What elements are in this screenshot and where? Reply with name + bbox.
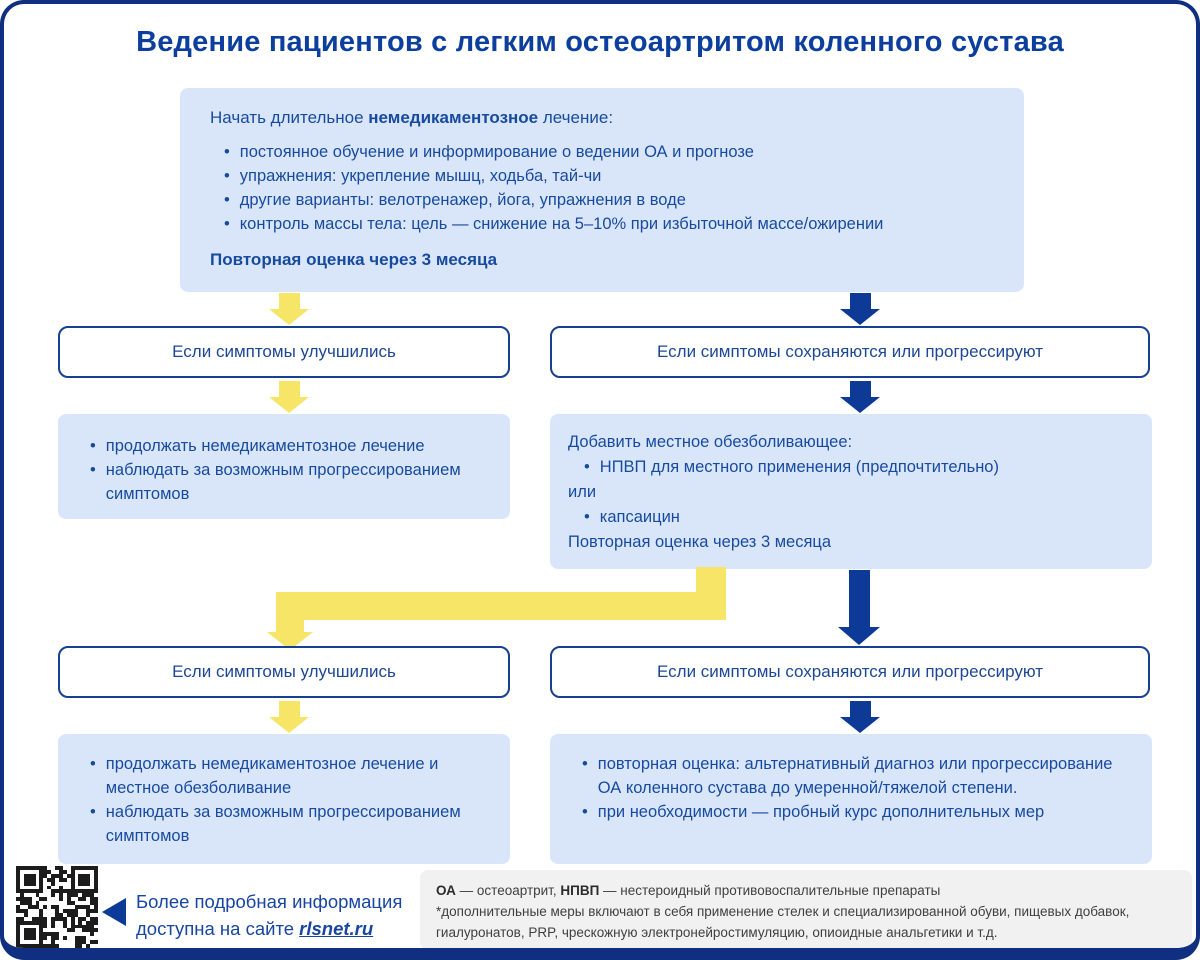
condition-label: Если симптомы улучшились (172, 342, 396, 361)
condition-label: Если симптомы сохраняются или прогрессир… (657, 662, 1043, 681)
abbr-oa-def: — остеоартрит, (455, 883, 561, 898)
option-bullet: капсаицин (568, 505, 1134, 530)
initial-treatment-box: Начать длительное немедикаментозное лече… (180, 88, 1024, 292)
action-bullet: повторная оценка: альтернативный диагноз… (568, 752, 1134, 800)
action-text: при необходимости — пробный курс дополни… (597, 803, 1045, 821)
condition-persist-2: Если симптомы сохраняются или прогрессир… (550, 646, 1150, 698)
treatment-bullet: контроль массы тела: цель — снижение на … (210, 212, 994, 236)
action-text: повторная оценка: альтернативный диагноз… (597, 755, 1113, 797)
condition-improved-1: Если симптомы улучшились (58, 326, 510, 378)
treatment-bullet: постоянное обучение и информирование о в… (210, 140, 994, 164)
navy-down-arrow-3 (838, 570, 880, 645)
reassess-note: Повторная оценка через 3 месяца (568, 533, 832, 551)
intro-suffix: лечение: (538, 108, 614, 127)
action-text: продолжать немедикаментозное лечение (105, 437, 425, 455)
footnote-box: ОА — остеоартрит, НПВП — нестероидный пр… (420, 870, 1192, 948)
action-bullet: продолжать немедикаментозное лечение и м… (76, 752, 492, 800)
info-line1: Более подробная информация (136, 891, 403, 912)
treatment-bullet: другие варианты: велотренажер, йога, упр… (210, 188, 994, 212)
initial-treatment-intro: Начать длительное немедикаментозное лече… (210, 108, 994, 128)
yellow-down-arrow-2 (269, 381, 309, 413)
treatment-bullet-text: другие варианты: велотренажер, йога, упр… (239, 191, 686, 209)
rlsnet-link[interactable]: rlsnet.ru (299, 918, 374, 939)
action-bullet: при необходимости — пробный курс дополни… (568, 800, 1134, 824)
option-text: НПВП для местного применения (предпочтит… (599, 458, 999, 476)
option-text: капсаицин (599, 508, 680, 526)
page-title: Ведение пациентов с легким остеоартритом… (136, 26, 1064, 58)
treatment-bullet-text: постоянное обучение и информирование о в… (239, 143, 754, 161)
topical-heading: Добавить местное обезболивающее: (568, 433, 853, 451)
abbreviations-line: ОА — остеоартрит, НПВП — нестероидный пр… (436, 880, 1176, 901)
intro-bold: немедикаментозное (368, 108, 539, 127)
persist-actions-box-2: повторная оценка: альтернативный диагноз… (550, 734, 1152, 864)
intro-prefix: Начать длительное (210, 108, 369, 127)
condition-improved-2: Если симптомы улучшились (58, 646, 510, 698)
condition-label: Если симптомы улучшились (172, 662, 396, 681)
triangle-left-icon (102, 898, 126, 926)
option-bullet: НПВП для местного применения (предпочтит… (568, 455, 1134, 480)
navy-down-arrow-4 (840, 701, 880, 733)
additional-measures-note: *дополнительные меры включают в себя при… (436, 904, 1130, 940)
navy-down-arrow-1 (840, 293, 880, 325)
info-line2-prefix: доступна на сайте (136, 918, 300, 939)
action-bullet: продолжать немедикаментозное лечение (76, 434, 492, 458)
condition-label: Если симптомы сохраняются или прогрессир… (657, 342, 1043, 361)
yellow-down-arrow-1 (269, 293, 309, 325)
action-text: наблюдать за возможным прогрессированием… (105, 803, 461, 845)
action-bullet: наблюдать за возможным прогрессированием… (76, 458, 492, 506)
navy-down-arrow-2 (840, 381, 880, 413)
yellow-down-arrow-4 (269, 701, 309, 733)
topical-analgesic-box: Добавить местное обезболивающее: НПВП дл… (550, 414, 1152, 569)
treatment-bullet-text: упражнения: укрепление мышц, ходьба, тай… (239, 167, 602, 185)
condition-persist-1: Если симптомы сохраняются или прогрессир… (550, 326, 1150, 378)
abbr-oa: ОА (436, 883, 456, 898)
action-bullet: наблюдать за возможным прогрессированием… (76, 800, 492, 848)
improved-actions-box-2: продолжать немедикаментозное лечение и м… (58, 734, 510, 864)
treatment-bullet-text: контроль массы тела: цель — снижение на … (239, 215, 884, 233)
action-text: наблюдать за возможным прогрессированием… (105, 461, 461, 503)
action-text: продолжать немедикаментозное лечение и м… (105, 755, 439, 797)
qr-code-icon (16, 866, 98, 948)
treatment-bullet: упражнения: укрепление мышц, ходьба, тай… (210, 164, 994, 188)
more-info-text: Более подробная информация доступна на с… (136, 888, 402, 942)
reassess-note: Повторная оценка через 3 месяца (210, 250, 498, 269)
abbr-nsaid: НПВП (560, 883, 600, 898)
or-label: или (568, 483, 597, 501)
improved-actions-box-1: продолжать немедикаментозное лечение наб… (58, 414, 510, 519)
abbr-nsaid-def: — нестероидный противовоспалительные пре… (599, 883, 941, 898)
